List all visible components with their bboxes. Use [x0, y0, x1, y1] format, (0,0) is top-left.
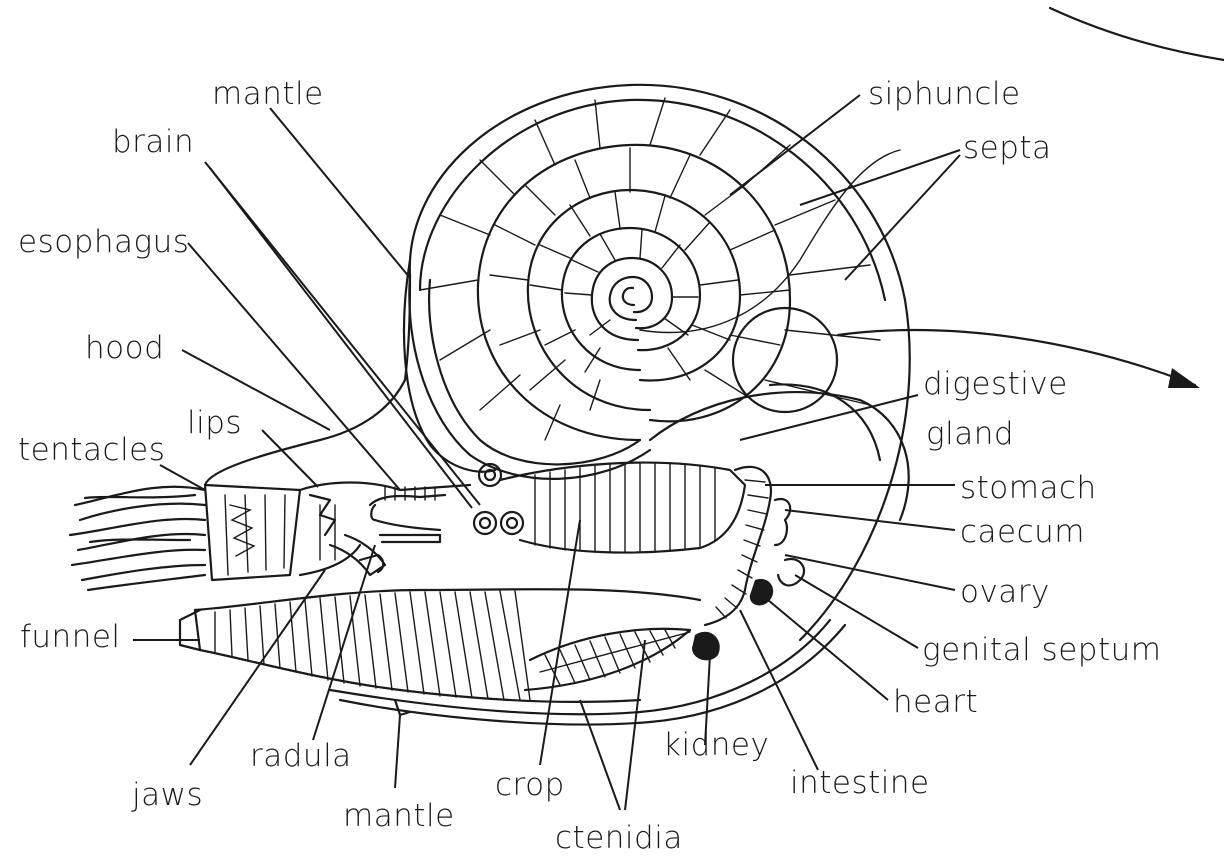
label-digestive-gland-line2: gland [926, 416, 1014, 452]
label-septa: septa [963, 130, 1052, 166]
label-caecum: caecum [960, 514, 1085, 550]
label-mantle-bottom: mantle [343, 798, 455, 834]
label-genital-septum: genital septum [922, 632, 1161, 668]
label-heart: heart [893, 684, 978, 720]
label-ctenidia: ctenidia [555, 820, 683, 856]
label-intestine: intestine [790, 765, 930, 801]
label-kidney: kidney [663, 727, 769, 763]
label-esophagus: esophagus [18, 224, 189, 260]
label-tentacles: tentacles [18, 432, 165, 468]
label-siphuncle: siphuncle [868, 76, 1021, 112]
label-lips: lips [187, 405, 242, 441]
label-hood: hood [85, 330, 164, 366]
label-brain: brain [112, 124, 194, 160]
label-radula: radula [250, 738, 352, 774]
corner-arc [1050, 8, 1224, 60]
label-digestive-gland-line1: digestive [923, 366, 1068, 402]
label-crop: crop [495, 767, 565, 803]
leader-lines [133, 95, 960, 810]
label-jaws: jaws [131, 777, 203, 813]
label-stomach: stomach [960, 470, 1097, 506]
label-mantle-top: mantle [212, 76, 324, 112]
body [70, 260, 845, 725]
label-funnel: funnel [20, 619, 121, 655]
label-ovary: ovary [960, 574, 1050, 610]
shell [409, 85, 1200, 640]
